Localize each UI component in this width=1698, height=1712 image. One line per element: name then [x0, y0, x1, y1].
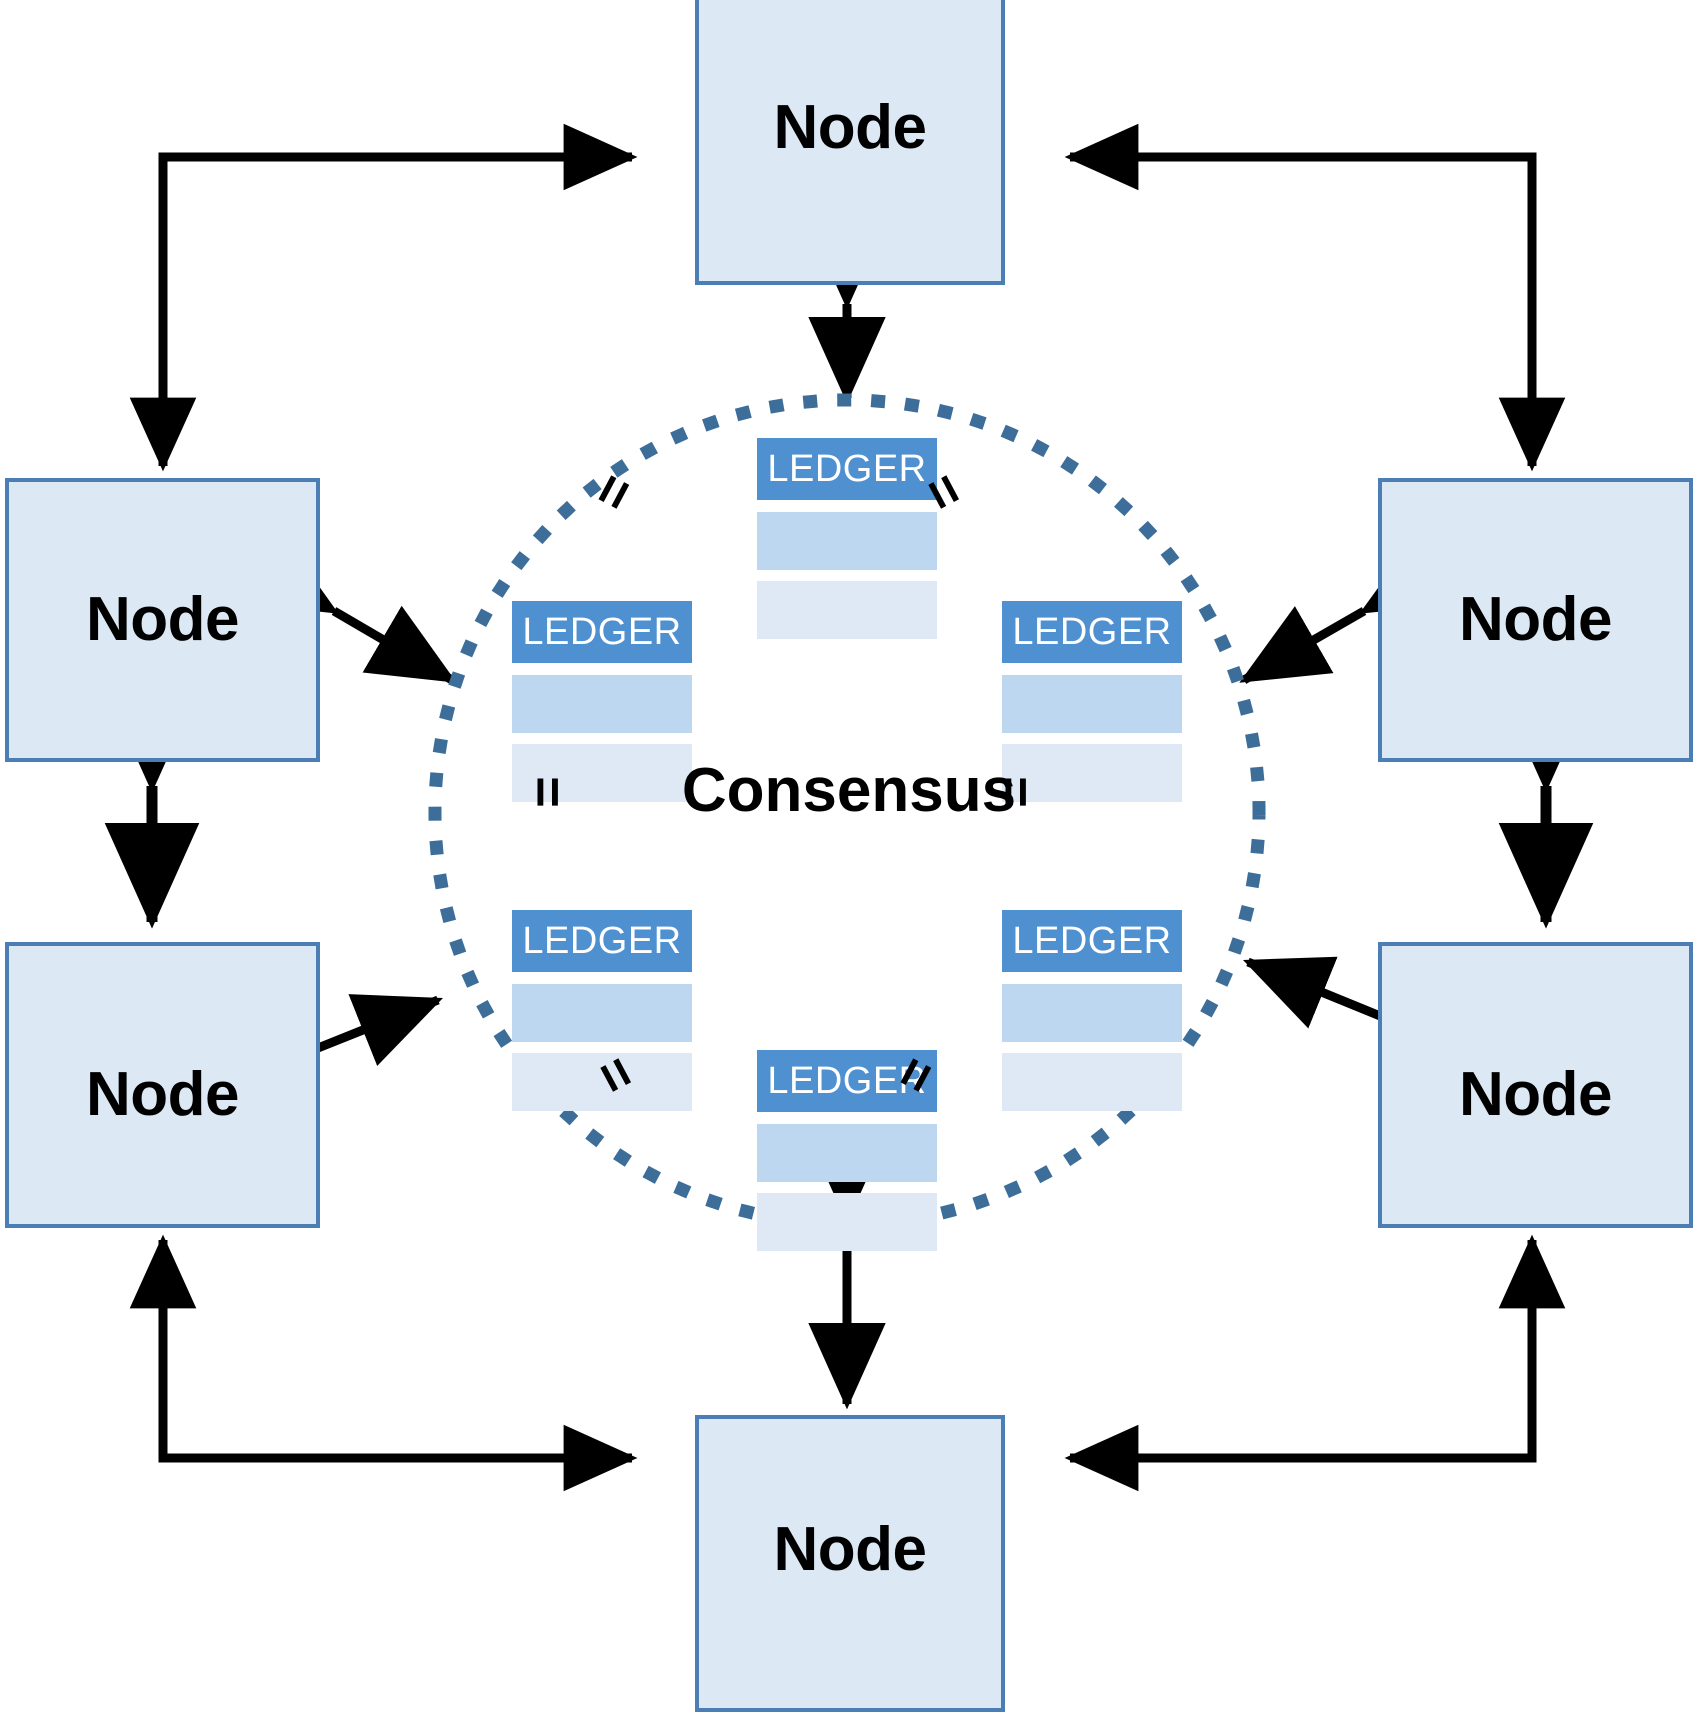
node-top[interactable]: Node [695, 0, 1005, 285]
conn-center-left-upper [244, 536, 457, 684]
ledger-row-2 [512, 744, 692, 802]
node-left-upper[interactable]: Node [5, 478, 320, 762]
ledger-card-right-lower[interactable]: LEDGER [1002, 910, 1182, 1111]
node-left-lower[interactable]: Node [5, 942, 320, 1228]
ledger-row-1 [757, 512, 937, 570]
ledger-row-1 [757, 1124, 937, 1182]
ledger-card-bottom[interactable]: LEDGER [757, 1050, 937, 1251]
node-right-upper[interactable]: Node [1378, 478, 1693, 762]
conn-center-left-lower [218, 994, 444, 1119]
node-right-lower-label: Node [1459, 1060, 1613, 1129]
node-bottom-label: Node [773, 1514, 928, 1584]
node-left-upper-label: Node [86, 585, 240, 654]
ledger-card-right-upper[interactable]: LEDGER [1002, 601, 1182, 802]
conn-left-upper-to-top [129, 123, 638, 472]
ledger-row-2 [1002, 1053, 1182, 1111]
ledger-card-left-lower[interactable]: LEDGER [512, 910, 692, 1111]
node-right-upper-label: Node [1459, 585, 1613, 654]
node-right-lower[interactable]: Node [1378, 942, 1693, 1228]
node-top-label: Node [773, 92, 928, 162]
ledger-row-1 [512, 675, 692, 733]
node-bottom[interactable]: Node [695, 1415, 1005, 1712]
ledger-header: LEDGER [757, 1050, 937, 1112]
ledger-row-2 [757, 1193, 937, 1251]
ledger-header: LEDGER [757, 438, 937, 500]
ledger-header: LEDGER [512, 601, 692, 663]
ledger-card-top[interactable]: LEDGER [757, 438, 937, 639]
ledger-row-2 [1002, 744, 1182, 802]
ledger-row-1 [1002, 675, 1182, 733]
ledger-row-1 [1002, 984, 1182, 1042]
consensus-label: Consensus [681, 756, 1017, 825]
ledger-row-2 [512, 1053, 692, 1111]
conn-center-right-upper [1239, 537, 1454, 684]
ledger-header: LEDGER [1002, 601, 1182, 663]
conn-right-lower-to-bottom [1064, 1234, 1566, 1492]
ledger-row-2 [757, 581, 937, 639]
conn-left-lower-to-bottom [129, 1234, 638, 1492]
conn-right-upper-to-top [1064, 123, 1566, 472]
ledger-header: LEDGER [512, 910, 692, 972]
ledger-card-left-upper[interactable]: LEDGER [512, 601, 692, 802]
ledger-header: LEDGER [1002, 910, 1182, 972]
node-left-lower-label: Node [86, 1060, 240, 1129]
equals-icon-mid-left: = [517, 776, 578, 808]
conn-center-right-lower [1243, 956, 1480, 1087]
ledger-row-1 [512, 984, 692, 1042]
